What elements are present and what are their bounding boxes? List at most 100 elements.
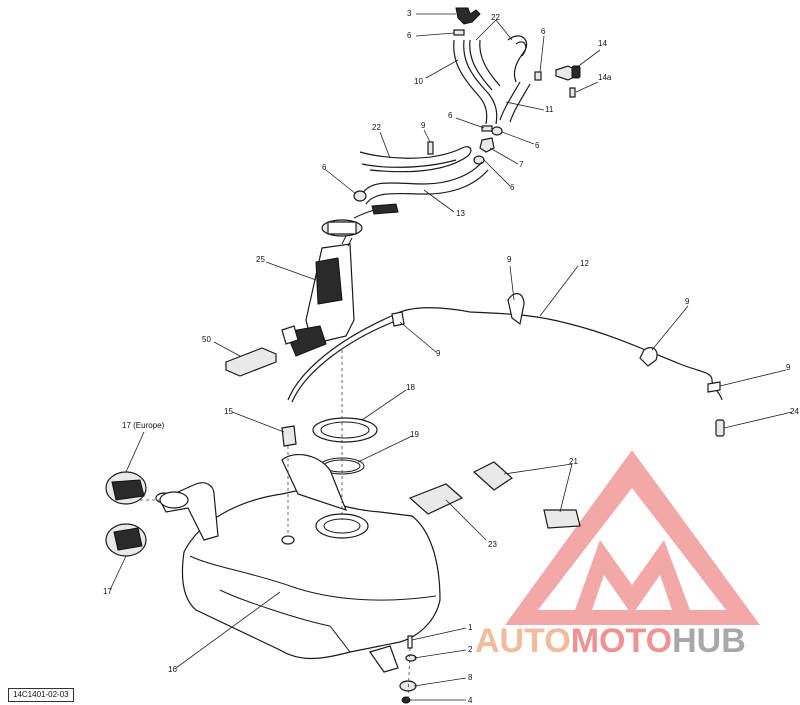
fuel-cap-europe-lock <box>111 479 145 501</box>
tank-body <box>181 489 441 660</box>
callout-6: 6 <box>510 183 515 192</box>
callout-9: 9 <box>507 255 512 264</box>
callout-6: 6 <box>322 163 327 172</box>
elbow-fitting-part-3 <box>455 7 481 25</box>
callout-19: 19 <box>410 430 419 439</box>
clamp-part-6-right <box>534 71 542 81</box>
callout-8: 8 <box>468 673 473 682</box>
logo-triangle-inner <box>538 488 726 610</box>
callout-12: 12 <box>580 259 589 268</box>
fuel-pump-assembly-part-25 <box>281 203 399 357</box>
connector-part-24 <box>715 419 725 437</box>
vent-hose-assembly <box>453 7 581 165</box>
pump-connector <box>371 203 399 215</box>
fuel-tank-part-16 <box>159 453 441 704</box>
pump-filter-sock <box>281 325 299 345</box>
clamp-part-6-mid <box>481 125 493 132</box>
callout-14: 14 <box>598 39 607 48</box>
plug-part-14a <box>569 87 576 98</box>
bolt-part-1 <box>407 635 413 649</box>
callout-11: 11 <box>545 105 554 114</box>
vent-hose-middle <box>353 141 489 205</box>
tank-filler-opening <box>159 491 189 509</box>
alignment-line-bolt <box>407 647 411 701</box>
pad-part-50 <box>225 347 277 377</box>
clip-part-9-a <box>507 293 525 326</box>
callout-22: 22 <box>372 123 381 132</box>
hose-part-22-right <box>507 35 528 83</box>
clamp-part-6-top <box>453 29 465 36</box>
nut-part-4 <box>401 696 411 704</box>
diagram-code-label: 14C1401-02-03 <box>8 688 74 702</box>
pad-part-23 <box>408 483 464 515</box>
tee-fitting-part-7 <box>479 137 495 153</box>
callout-9: 9 <box>685 297 690 306</box>
callout-9: 9 <box>786 363 791 372</box>
callout-6: 6 <box>541 27 546 36</box>
hose-part-11 <box>499 81 531 123</box>
callout-14a: 14a <box>598 73 612 82</box>
fuel-line-inner <box>291 319 399 403</box>
clamp-part-6-lower <box>473 155 485 165</box>
logo-m-shape <box>575 540 690 615</box>
callout-21: 21 <box>569 457 578 466</box>
clip-part-9-b <box>639 347 658 367</box>
lock-ring-part-18-inner <box>320 421 370 439</box>
tank-mount-bracket <box>369 645 399 673</box>
fuel-line <box>287 307 723 401</box>
callout-15: 15 <box>224 407 233 416</box>
tank-rim <box>189 555 437 601</box>
callout-3: 3 <box>407 9 412 18</box>
tank-fitting-port <box>281 535 295 545</box>
tank-side-ridge <box>219 589 351 653</box>
pump-top <box>327 221 357 235</box>
clamp-part-9-top <box>427 141 434 155</box>
watermark-logo: AUTOMOTOHUB <box>475 450 760 660</box>
clip-part-9-d <box>707 381 721 393</box>
callout-7: 7 <box>519 160 524 169</box>
check-valve-end <box>571 65 581 79</box>
fuel-cap-grip <box>113 527 143 551</box>
fitting-part-15 <box>281 425 297 447</box>
hose-part-22-middle <box>359 146 472 173</box>
callout-9: 9 <box>436 349 441 358</box>
callout-23: 23 <box>488 540 497 549</box>
clamp-part-6-left <box>353 190 367 202</box>
grommet-part-8 <box>399 680 417 692</box>
hose-part-13 <box>361 161 489 205</box>
callout-50: 50 <box>202 335 211 344</box>
fuel-caps <box>105 471 173 557</box>
callout-22: 22 <box>491 13 500 22</box>
callout-16: 16 <box>168 665 177 674</box>
callout-17: 17 <box>103 587 112 596</box>
hose-part-10 <box>453 39 498 125</box>
callout-6: 6 <box>448 111 453 120</box>
callout-25: 25 <box>256 255 265 264</box>
callout-4: 4 <box>468 696 473 705</box>
tank-filler-neck <box>159 482 219 541</box>
pump-tube <box>341 235 353 247</box>
clamp-part-6-ring <box>491 126 503 136</box>
pad-part-21-a <box>472 461 513 491</box>
callout-1: 1 <box>468 623 473 632</box>
callout-18: 18 <box>406 383 415 392</box>
callout-6: 6 <box>407 31 412 40</box>
callout-9: 9 <box>421 121 426 130</box>
callout-labels: 3 6 22 10 6 14 14a 11 6 6 7 6 22 9 6 13 … <box>103 9 799 705</box>
pump-wire <box>353 209 375 219</box>
tank-fittings <box>281 417 378 475</box>
pump-motor <box>315 257 343 305</box>
callout-2: 2 <box>468 645 473 654</box>
callout-10: 10 <box>414 77 423 86</box>
callout-17-europe: 17 (Europe) <box>122 421 165 430</box>
fuel-line-part-12 <box>287 293 725 437</box>
tank-top-dome <box>281 453 348 511</box>
callout-24: 24 <box>790 407 799 416</box>
pad-part-21-b <box>543 509 581 529</box>
watermark-text: AUTOMOTOHUB <box>475 622 746 660</box>
callout-6: 6 <box>535 141 540 150</box>
hose-part-22-left <box>469 39 501 91</box>
leader-lines <box>109 13 793 701</box>
callout-13: 13 <box>456 209 465 218</box>
